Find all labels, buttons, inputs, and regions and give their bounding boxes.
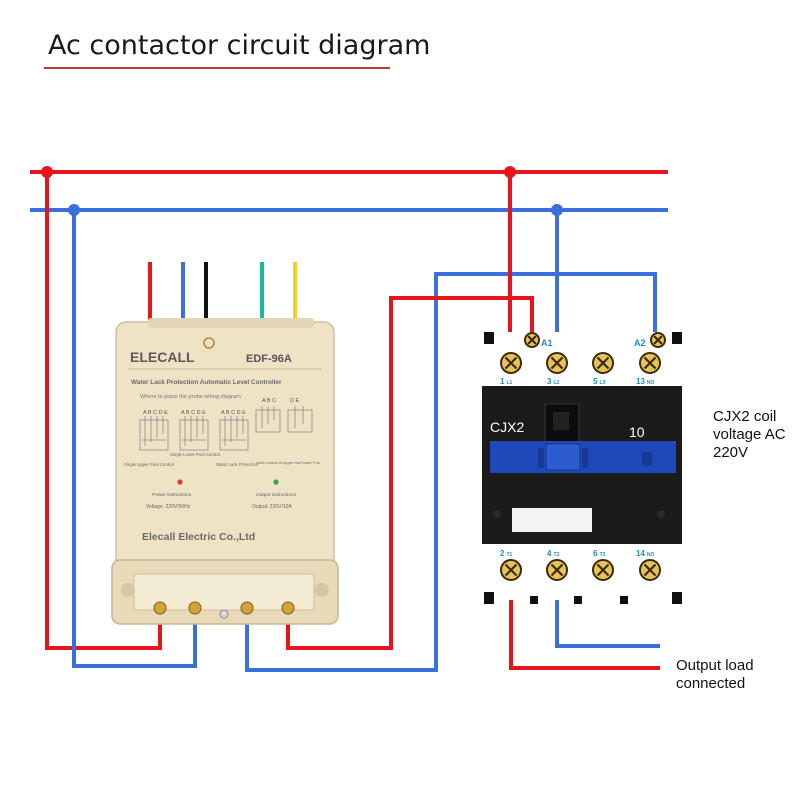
housing-tab (574, 596, 582, 604)
probe-rods (144, 406, 304, 446)
t1-load-wire (509, 570, 660, 670)
caption-single-upper: Single Upper Pool Control (124, 462, 174, 467)
controller-output-neutral-wire (245, 272, 657, 672)
output-load-note: Output load connected (676, 657, 754, 693)
screw-terminal-icon (546, 559, 568, 581)
note-line: voltage AC (713, 426, 786, 443)
voltage-label: Voltage: 220V/50Hz (146, 504, 191, 510)
tank-outline (179, 419, 209, 451)
contactor-rating: 10 (629, 424, 645, 440)
coil-label-a1: A1 (541, 338, 553, 348)
junction-dot (68, 204, 80, 216)
screw-terminal-icon (650, 332, 666, 348)
screw-terminal-icon (639, 559, 661, 581)
controller-probe-note: Where to place the probe wiring diagram (140, 394, 241, 400)
controller-subtitle: Water Lack Protection Automatic Level Co… (131, 379, 282, 386)
tank-outline (219, 419, 249, 451)
controller-phase-wire (45, 172, 162, 650)
actuator-notch (538, 448, 544, 468)
contactor-model: CJX2 (490, 419, 524, 435)
caption-water-lack: Water Lack Protection (216, 462, 259, 467)
company-name: Elecall Electric Co.,Ltd (142, 531, 255, 543)
power-label: Power instructions (152, 492, 192, 498)
power-indicator-icon (177, 479, 183, 485)
housing-tab (484, 592, 494, 604)
probe-letters: A B C D E (181, 410, 206, 416)
controller-model: EDF-96A (246, 353, 292, 365)
screw-terminal-icon (500, 559, 522, 581)
junction-dot (551, 204, 563, 216)
mounting-ear-left (121, 583, 135, 597)
contactor-window-slot (553, 412, 569, 430)
actuator-notch (582, 448, 588, 468)
screw-icon (240, 601, 254, 615)
note-line: 220V (713, 444, 749, 461)
housing-tab (672, 592, 682, 604)
coil-voltage-note: CJX2 coil voltage AC 220V (713, 408, 786, 462)
coil-label-a2: A2 (634, 338, 646, 348)
actuator-slider (545, 443, 581, 471)
probe-letters: A B C D E (143, 410, 168, 416)
label-plate (512, 508, 592, 532)
mount-hole-icon (493, 510, 501, 518)
note-line: Output load (676, 657, 754, 674)
screw-icon (281, 601, 295, 615)
probe-letters: A B C (262, 398, 276, 404)
output-label: Output instructions (256, 492, 297, 498)
page-title: Ac contactor circuit diagram (48, 30, 431, 61)
mount-hole-icon (657, 510, 665, 518)
note-line: CJX2 coil (713, 408, 777, 425)
screw-terminal-icon (546, 352, 568, 374)
junction-dot (504, 166, 516, 178)
brand-logo-icon (203, 337, 215, 349)
housing-tab (620, 596, 628, 604)
title-underline (44, 67, 390, 69)
screw-terminal-icon (524, 332, 540, 348)
screw-icon (188, 601, 202, 615)
caption-single-lower: Single Lower Pool Control (170, 452, 220, 457)
screw-icon (219, 609, 229, 619)
screw-terminal-icon (592, 352, 614, 374)
screw-terminal-icon (639, 352, 661, 374)
housing-tab (672, 332, 682, 344)
controller-neutral-wire (72, 210, 197, 668)
note-line: connected (676, 675, 746, 692)
controller-brand: ELECALL (130, 349, 195, 365)
housing-tab (484, 332, 494, 344)
mounting-ear-right (315, 583, 329, 597)
output-indicator-icon (273, 479, 279, 485)
controller-output-phase-wire (286, 296, 534, 650)
screw-icon (153, 601, 167, 615)
screw-terminal-icon (592, 559, 614, 581)
housing-tab (530, 596, 538, 604)
level-controller: ELECALL EDF-96A Water Lack Protection Au… (111, 318, 339, 625)
actuator-marker (642, 452, 652, 466)
junction-dot (41, 166, 53, 178)
probe-letters: D E (290, 398, 300, 404)
caption-joint-control: Joint control of upper and lower Poo (256, 460, 321, 465)
controller-top-lip (148, 318, 314, 328)
tank-outline (287, 409, 313, 433)
probe-letters: A B C D E (221, 410, 246, 416)
tank-outline (139, 419, 169, 451)
screw-terminal-icon (500, 352, 522, 374)
output-spec: Output: 220V/10A (252, 504, 292, 510)
